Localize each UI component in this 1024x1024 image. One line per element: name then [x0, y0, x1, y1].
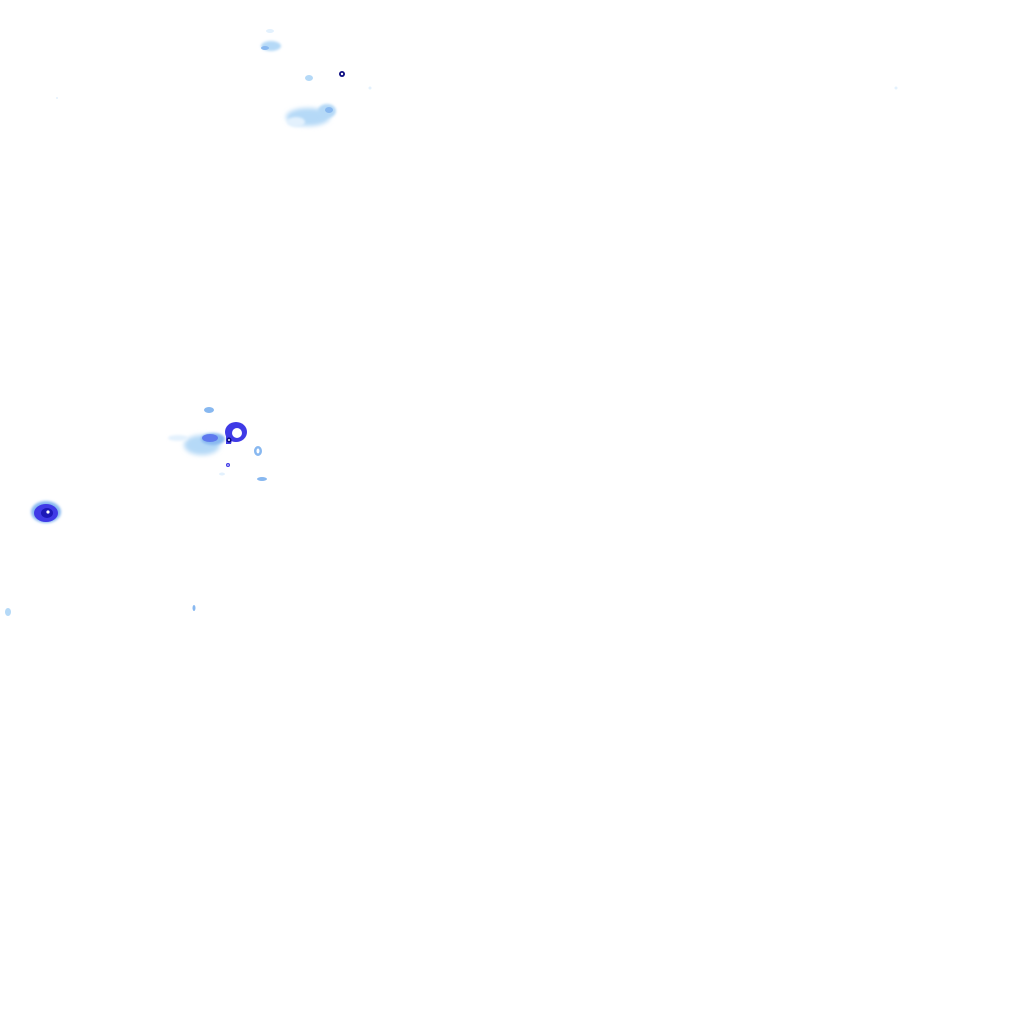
echo-north-c	[339, 71, 372, 90]
echo-west	[31, 501, 61, 523]
echo-north-a	[261, 29, 313, 81]
echo-north-b	[286, 104, 336, 127]
echo-central	[168, 407, 267, 481]
echo-sparse	[5, 86, 898, 616]
